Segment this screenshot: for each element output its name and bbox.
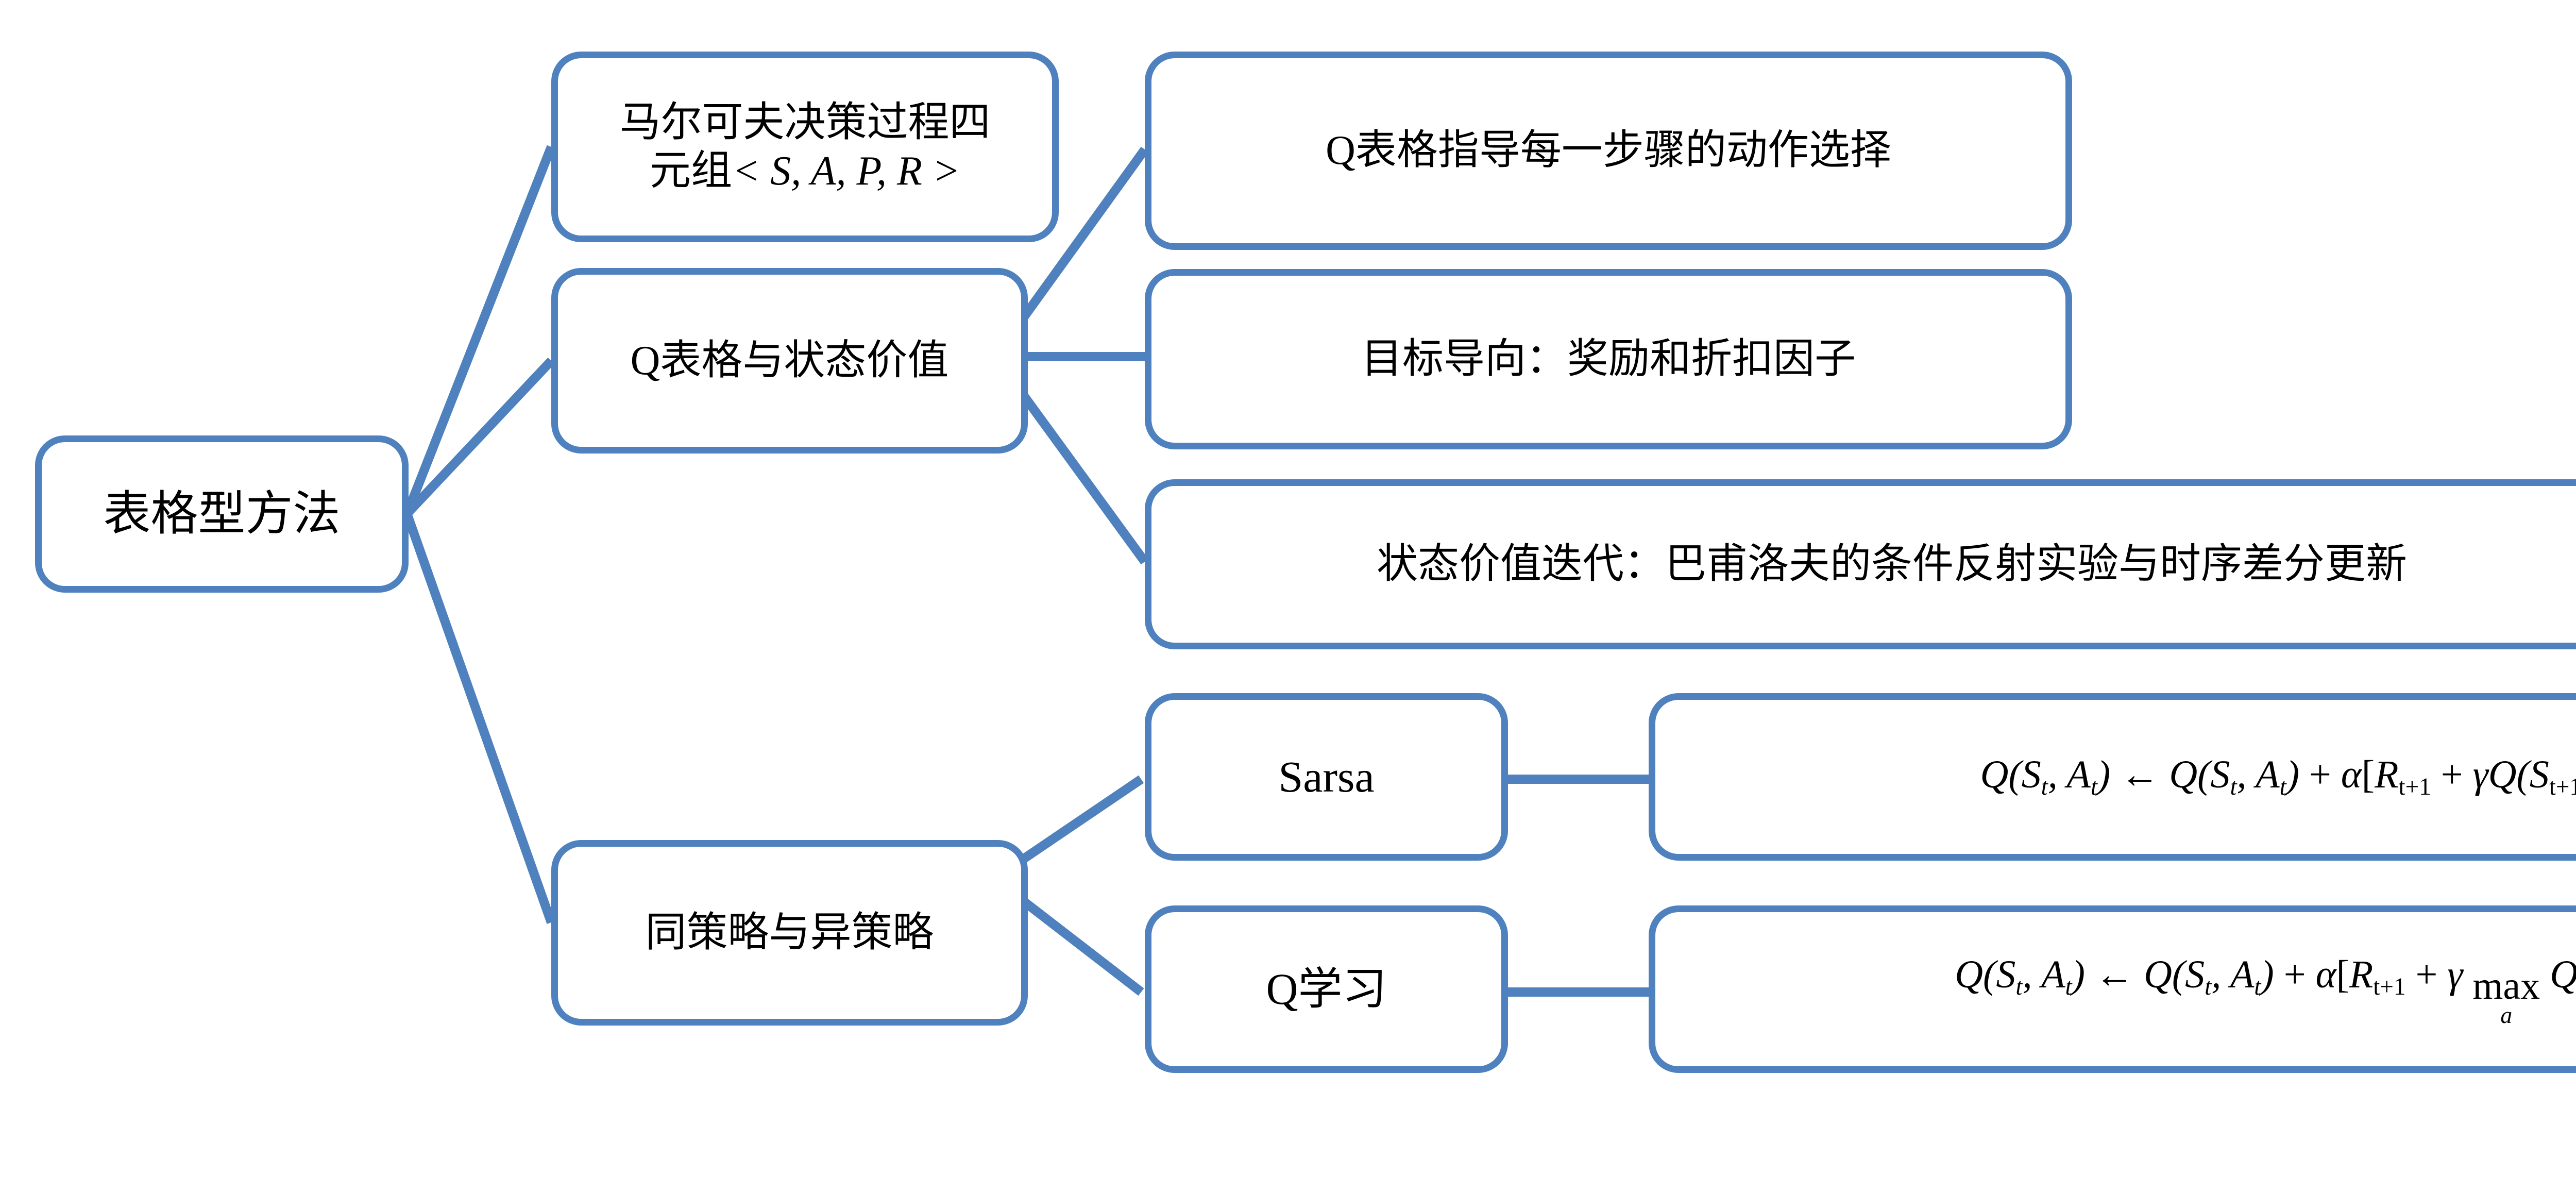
node-mdp-tuple-line1: 马尔可夫决策过程四 [619,99,991,145]
formula-sarsa-box[interactable]: Q(St, At) ← Q(St, At) + α[Rt+1 + γQ(St+1… [1649,693,2576,861]
node-on-off-policy[interactable]: 同策略与异策略 [551,840,1028,1026]
formula-sarsa-text: Q(St, At) ← Q(St, At) + α[Rt+1 + γQ(St+1… [1980,753,2576,801]
node-state-value-iteration[interactable]: 状态价值迭代：巴甫洛夫的条件反射实验与时序差分更新 [1145,479,2576,649]
node-q-learning[interactable]: Q学习 [1145,905,1508,1073]
node-q-table-state-value[interactable]: Q表格与状态价值 [551,268,1028,454]
edge-root-to-qtable [403,357,555,517]
node-mdp-tuple[interactable]: 马尔可夫决策过程四 元组< S, A, P, R > [551,52,1059,242]
edge-root-to-mdp [402,145,556,516]
edge-root-to-policy [402,512,556,924]
node-sarsa[interactable]: Sarsa [1145,693,1508,861]
node-q-table-guides-action[interactable]: Q表格指导每一步骤的动作选择 [1145,52,2072,250]
node-mdp-tuple-line2: 元组< S, A, P, R > [650,148,960,194]
node-goal-reward-discount[interactable]: 目标导向：奖励和折扣因子 [1145,269,2072,449]
node-root[interactable]: 表格型方法 [35,435,409,593]
